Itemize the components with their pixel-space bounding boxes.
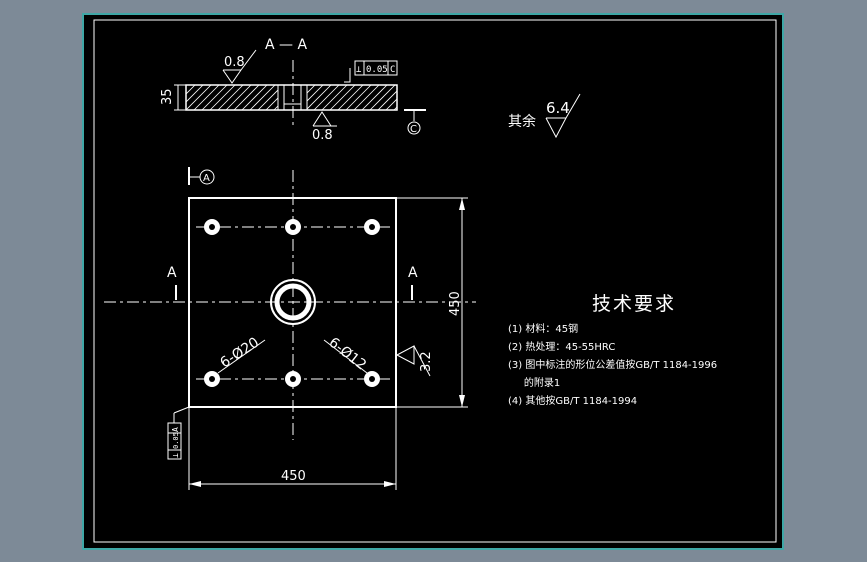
thickness-dimension: 35 [160,84,186,111]
tech-line: (2) 热处理：45-55HRC [508,340,615,353]
hole [364,371,380,387]
datum-c-marker: C [404,109,426,135]
section-mark-right: A [408,265,418,300]
datum-a-label: A [203,173,210,184]
roughness-top-value: 0.8 [224,55,245,70]
roughness-side: 3.2 [396,345,434,377]
thickness-value: 35 [160,88,175,105]
roughness-other: 其余 6.4 [508,93,581,139]
tech-line: 的附录1 [508,376,560,389]
parallelism-value: 0.05 [366,65,388,75]
sheet-outer-frame [82,13,784,550]
hole [364,219,380,235]
roughness-bottom-value: 0.8 [312,128,333,143]
perpendicularity-datum: A [171,427,180,432]
roughness-other-prefix: 其余 [508,113,536,130]
tech-line: (3) 图中标注的形位公差值按GB/T 1184-1996 [508,358,717,371]
width-dimension: 450 [188,407,397,490]
hole [285,219,301,235]
parallelism-datum: C [390,65,395,75]
height-dimension-value: 450 [448,291,463,316]
roughness-bottom: 0.8 [312,111,337,143]
parallelism-frame: ⊥ 0.05 C [344,60,398,83]
datum-a-marker: A [188,167,215,185]
perpendicularity-value: 0.05 [172,432,180,449]
tech-line: (4) 其他按GB/T 1184-1994 [508,394,637,407]
perpendicularity-frame: ⊥ 0.05 A [167,406,190,460]
datum-c-label: C [410,124,417,135]
section-mark-right-label: A [408,265,418,281]
roughness-top: 0.8 [222,49,257,84]
hole [204,219,220,235]
roughness-side-value: 3.2 [419,351,434,372]
tech-requirements: 技术要求 (1) 材料：45钢 (2) 热处理：45-55HRC (3) 图中标… [508,293,717,407]
section-center-hole [277,85,308,110]
section-hatch-right [307,85,397,110]
tech-title: 技术要求 [592,293,676,315]
center-boss [270,279,316,325]
width-dimension-value: 450 [281,469,306,484]
hole-group [204,219,380,387]
section-body [185,84,398,111]
section-mark-left: A [167,265,177,300]
parallelism-symbol: ⊥ [356,65,362,75]
section-hatch-left [186,85,278,110]
hole [285,371,301,387]
section-mark-left-label: A [167,265,177,281]
tech-line: (1) 材料：45钢 [508,322,578,335]
roughness-other-value: 6.4 [546,99,570,117]
perpendicularity-symbol: ⊥ [171,453,180,458]
height-dimension: 450 [396,197,468,408]
section-label: A — A [265,37,307,53]
hole [204,371,220,387]
sheet-inner-frame [93,19,777,543]
